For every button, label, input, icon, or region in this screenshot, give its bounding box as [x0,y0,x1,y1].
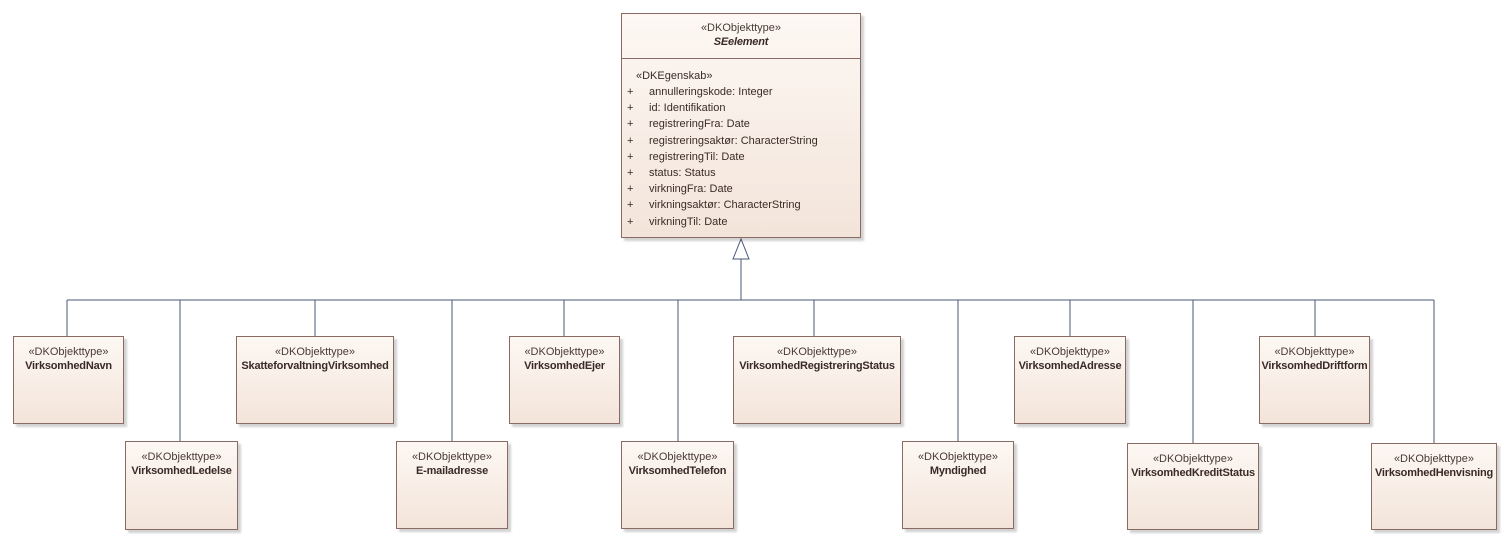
attribute-row: + virkningFra: Date [627,181,860,197]
attribute-row: + status: Status [627,165,860,181]
attribute-compartment: «DKEgenskab» + annulleringskode: Integer … [622,59,860,230]
attribute-text: annulleringskode: Integer [649,86,773,98]
attribute-text: status: Status [649,167,716,180]
class-stereotype: «DKObjekttype» [1029,346,1111,358]
attribute-visibility: + [627,150,634,163]
attribute-visibility: + [627,183,634,196]
attribute-row: + virkningsaktør: CharacterString [627,197,860,213]
class-name: VirksomhedDriftform [1261,360,1368,372]
attribute-text: registreringTil: Date [649,150,745,163]
attribute-text: virkningFra: Date [649,183,733,196]
attribute-text: registreringsaktør: CharacterString [649,134,818,147]
class-myndighed[interactable]: «DKObjekttype» Myndighed [902,441,1014,529]
class-virksomhedadresse[interactable]: «DKObjekttype» VirksomhedAdresse [1014,336,1126,424]
class-name: VirksomhedRegistreringStatus [739,360,895,372]
class-e-mailadresse[interactable]: «DKObjekttype» E-mailadresse [396,441,508,529]
class-name: VirksomhedKreditStatus [1131,467,1255,479]
attribute-visibility: + [627,199,634,212]
class-stereotype: «DKObjekttype» [411,451,493,463]
class-stereotype: «DKObjekttype» [1274,346,1355,358]
class-name: VirksomhedEjer [524,360,605,372]
class-virksomhedkreditstatus[interactable]: «DKObjekttype» VirksomhedKreditStatus [1127,443,1259,530]
attribute-list: + annulleringskode: Integer + id: Identifi… [627,84,860,230]
attribute-visibility: + [627,86,634,98]
attribute-visibility: + [627,215,634,228]
class-skatteforvaltningvirksomhed[interactable]: «DKObjekttype» SkatteforvaltningVirksomh… [236,336,394,424]
class-name: Myndighed [929,465,987,477]
class-stereotype: «DKObjekttype» [274,346,356,358]
attribute-visibility: + [627,118,634,131]
class-stereotype: «DKObjekttype» [917,451,999,463]
class-name: E-mailadresse [416,465,488,477]
class-name: VirksomhedLedelse [131,465,232,477]
class-stereotype: «DKObjekttype» [1152,453,1234,465]
class-seelement[interactable]: «DKObjekttype» SEelement «DKEgenskab» + a… [621,13,861,238]
class-virksomhedledelse[interactable]: «DKObjekttype» VirksomhedLedelse [125,441,238,530]
class-stereotype: «DKObjekttype» [776,346,858,358]
generalization-arrowhead-icon [732,237,750,260]
attribute-row: + registreringFra: Date [627,116,860,132]
class-stereotype: «DKObjekttype» [1393,453,1475,465]
class-virksomhednavn[interactable]: «DKObjekttype» VirksomhedNavn [13,336,124,424]
attribute-text: virkningTil: Date [649,215,728,228]
class-name: SkatteforvaltningVirksomhed [241,360,389,372]
class-name: VirksomhedTelefon [628,465,727,477]
attribute-row: + registreringTil: Date [627,149,860,165]
attribute-text: id: Identifikation [649,102,726,115]
attribute-text: registreringFra: Date [649,118,750,131]
attribute-row: + annulleringskode: Integer [627,84,860,100]
class-stereotype: «DKObjekttype» [700,22,782,34]
class-name: VirksomhedHenvisning [1374,467,1494,479]
class-name: VirksomhedNavn [25,360,112,372]
attribute-text: virkningsaktør: CharacterString [649,199,801,212]
attribute-visibility: + [627,102,634,115]
attribute-visibility: + [627,167,634,180]
attribute-row: + virkningTil: Date [627,214,860,230]
attribute-row: + registreringsaktør: CharacterString [627,133,860,149]
class-virksomhedhenvisning[interactable]: «DKObjekttype» VirksomhedHenvisning [1371,443,1497,530]
class-stereotype: «DKObjekttype» [524,346,605,358]
attribute-stereotype: «DKEgenskab» [636,70,713,82]
attribute-visibility: + [627,134,634,147]
class-stereotype: «DKObjekttype» [141,451,222,463]
class-name: VirksomhedAdresse [1018,360,1122,372]
class-stereotype: «DKObjekttype» [28,346,109,358]
class-virksomhedejer[interactable]: «DKObjekttype» VirksomhedEjer [509,336,620,424]
class-stereotype: «DKObjekttype» [637,451,718,463]
class-virksomheddriftform[interactable]: «DKObjekttype» VirksomhedDriftform [1259,336,1370,424]
attribute-row: + id: Identifikation [627,100,860,116]
class-virksomhedregistreringstatus[interactable]: «DKObjekttype» VirksomhedRegistreringSta… [733,336,901,424]
class-header: «DKObjekttype» SEelement [622,14,860,59]
class-name: SEelement [713,36,769,48]
class-virksomhedtelefon[interactable]: «DKObjekttype» VirksomhedTelefon [621,441,734,529]
